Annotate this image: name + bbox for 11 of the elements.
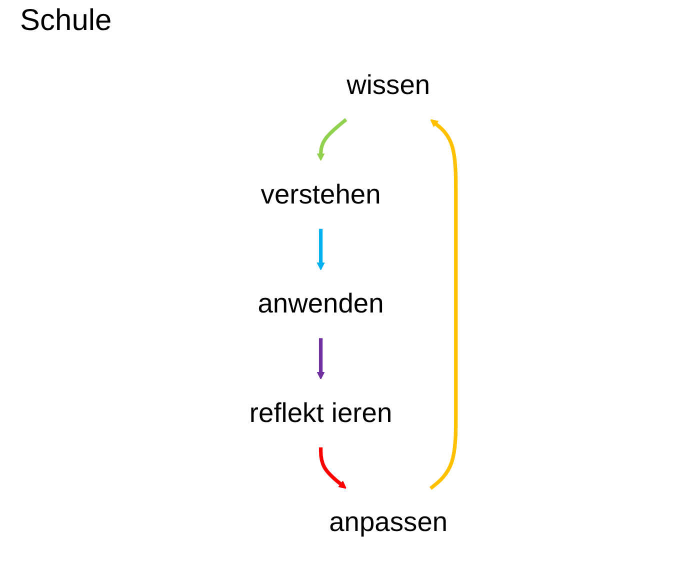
node-text: wissen (346, 70, 430, 100)
node-text: anwenden (258, 288, 384, 320)
arrow (316, 338, 325, 380)
arrow (316, 228, 325, 270)
node-text: anpassen (329, 508, 448, 538)
arrow (316, 118, 348, 161)
arrow (318, 447, 346, 489)
title: Schule (20, 4, 112, 38)
node-text: reflekt ieren (249, 398, 392, 428)
node-text: verstehen (260, 180, 381, 210)
arrow (429, 119, 458, 490)
